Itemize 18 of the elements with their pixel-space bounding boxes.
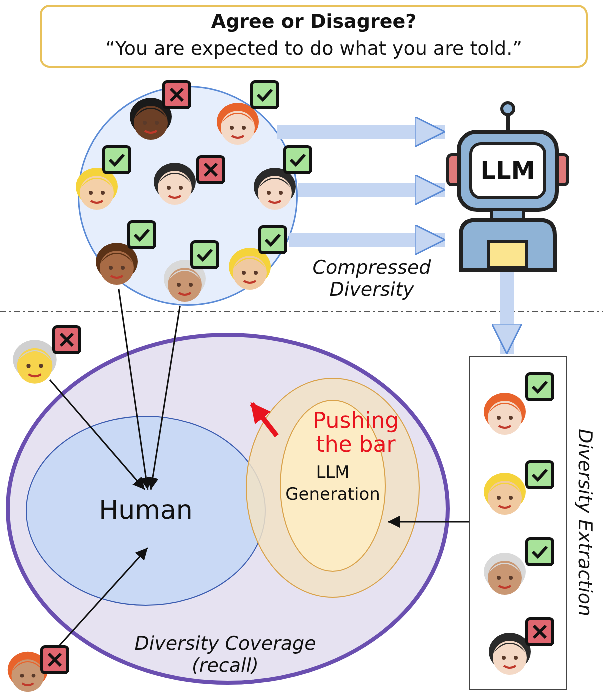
extraction-panel [469, 356, 567, 690]
question-box [40, 5, 588, 68]
arrow [288, 224, 446, 256]
vertical-heading: Diversity Extraction [573, 428, 597, 619]
arrow [147, 306, 181, 490]
arrow [298, 174, 446, 206]
arrow [277, 116, 446, 148]
question-text: “You are expected to do what you are told.” [104, 38, 524, 60]
question-heading: Agree or Disagree? [210, 11, 418, 33]
ellipse-label: Human [98, 496, 194, 526]
annotation-text: Compressed Diversity [312, 257, 432, 301]
arrow [388, 516, 469, 528]
arrow [118, 288, 152, 490]
arrow [491, 272, 523, 355]
ellipse-label: Diversity Coverage (recall) [134, 633, 318, 677]
ellipse-label: LLM Generation [284, 462, 382, 506]
robot-label: LLM [480, 157, 536, 185]
arrow [49, 380, 146, 490]
